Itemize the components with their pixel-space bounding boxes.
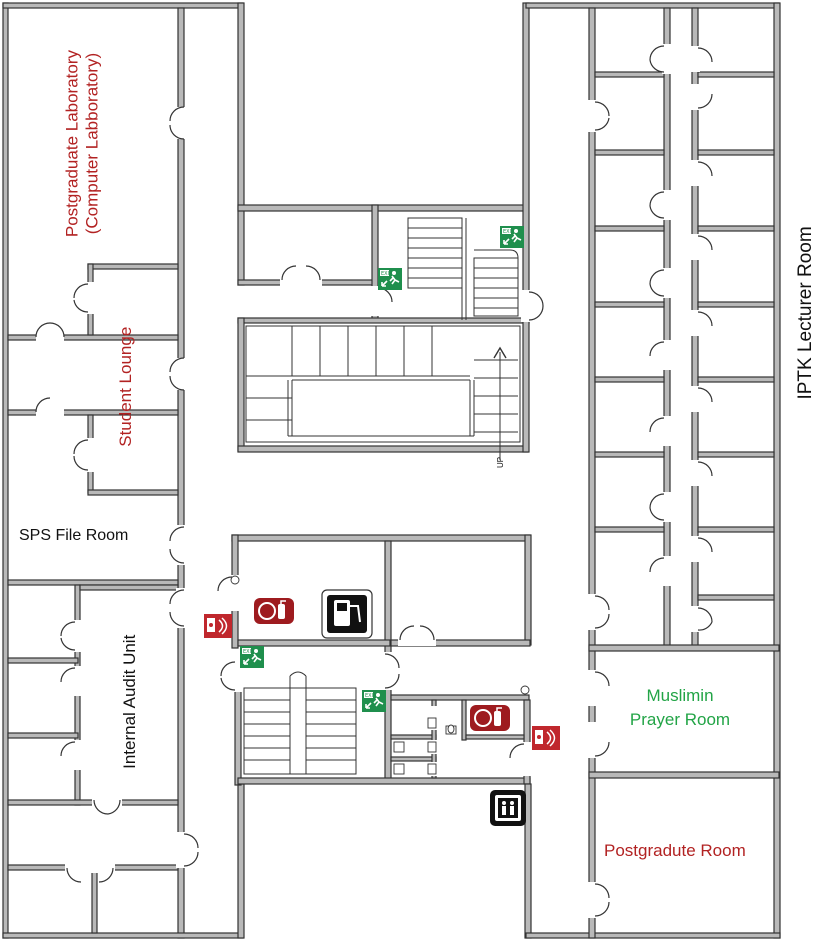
- postgraduate-lab-line1: Postgraduate Laboratory: [62, 49, 82, 238]
- fire-extinguisher-icon: [253, 597, 295, 625]
- fire-extinguisher-icon: [469, 704, 511, 732]
- exit-sign-icon: [499, 225, 525, 249]
- lift-icon: [490, 790, 526, 826]
- postgraduate-lab-line2: (Computer Labboratory): [82, 52, 101, 235]
- sps-file-room-label: SPS File Room: [19, 527, 129, 544]
- muslimin-prayer-line2: Prayer Room: [629, 709, 731, 729]
- fire-alarm-icon: [531, 725, 561, 751]
- postgraduate-lab-label: Postgraduate Laboratory (Computer Labbor…: [62, 24, 101, 264]
- muslimin-prayer-line1: Muslimin: [646, 686, 714, 705]
- fire-alarm-icon: [203, 613, 233, 639]
- student-lounge-label: Student Lounge: [116, 326, 136, 447]
- stairs: [243, 217, 521, 775]
- exit-sign-icon: [361, 689, 387, 713]
- exit-sign-icon: [239, 645, 265, 669]
- exit-sign-icon: [377, 267, 403, 291]
- doors: [35, 44, 713, 918]
- iptk-lecturer-room-title: IPTK Lecturer Room: [795, 226, 817, 400]
- internal-audit-unit-label: Internal Audit Unit: [120, 634, 140, 769]
- stair-up-label: UP: [496, 457, 505, 468]
- postgraduate-room-label: Postgradute Room: [604, 841, 746, 860]
- fuel-pump-icon: [321, 589, 373, 639]
- toilet-icon: [230, 575, 530, 775]
- muslimin-prayer-room-label: Muslimin Prayer Room: [622, 684, 738, 732]
- walls: [2, 2, 781, 939]
